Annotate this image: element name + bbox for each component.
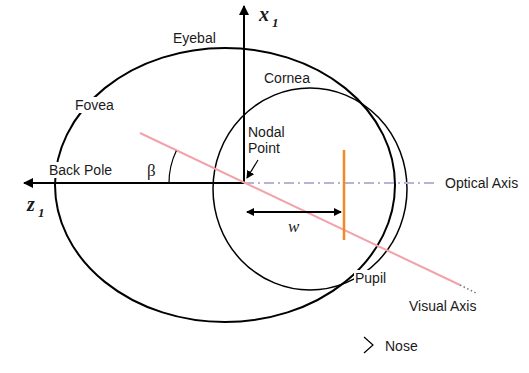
part-label: Cornea: [263, 70, 311, 86]
axis-label: z: [26, 194, 36, 214]
nodal-leader: [247, 160, 258, 178]
axis-label: x: [258, 4, 270, 24]
part-label: Nodal Point: [247, 124, 291, 156]
z-axis: [24, 182, 244, 184]
cornea-outline: [213, 88, 407, 290]
nose-chevron: [364, 337, 373, 353]
part-label: Back Pole: [48, 162, 113, 178]
axis-subscript: 1: [37, 206, 46, 219]
axis-name: Optical Axis: [444, 175, 519, 191]
part-label: Eyebal: [172, 30, 217, 46]
beta-arc: [169, 151, 176, 183]
axis-subscript: 1: [271, 16, 280, 29]
angle-label: β: [146, 162, 157, 180]
part-label: Fovea: [74, 97, 115, 113]
eyeball-outline: [55, 48, 395, 322]
direction-label: Nose: [384, 338, 419, 354]
pupil-line: [343, 150, 346, 240]
x-axis: [243, 6, 245, 183]
w-dimension: [247, 211, 341, 213]
dimension-label: w: [287, 218, 300, 236]
part-label: Pupil: [354, 270, 387, 286]
optical-axis: [244, 182, 438, 184]
visual-axis: [140, 133, 460, 285]
axis-name: Visual Axis: [408, 298, 477, 314]
visual-axis-dots: [460, 285, 476, 293]
